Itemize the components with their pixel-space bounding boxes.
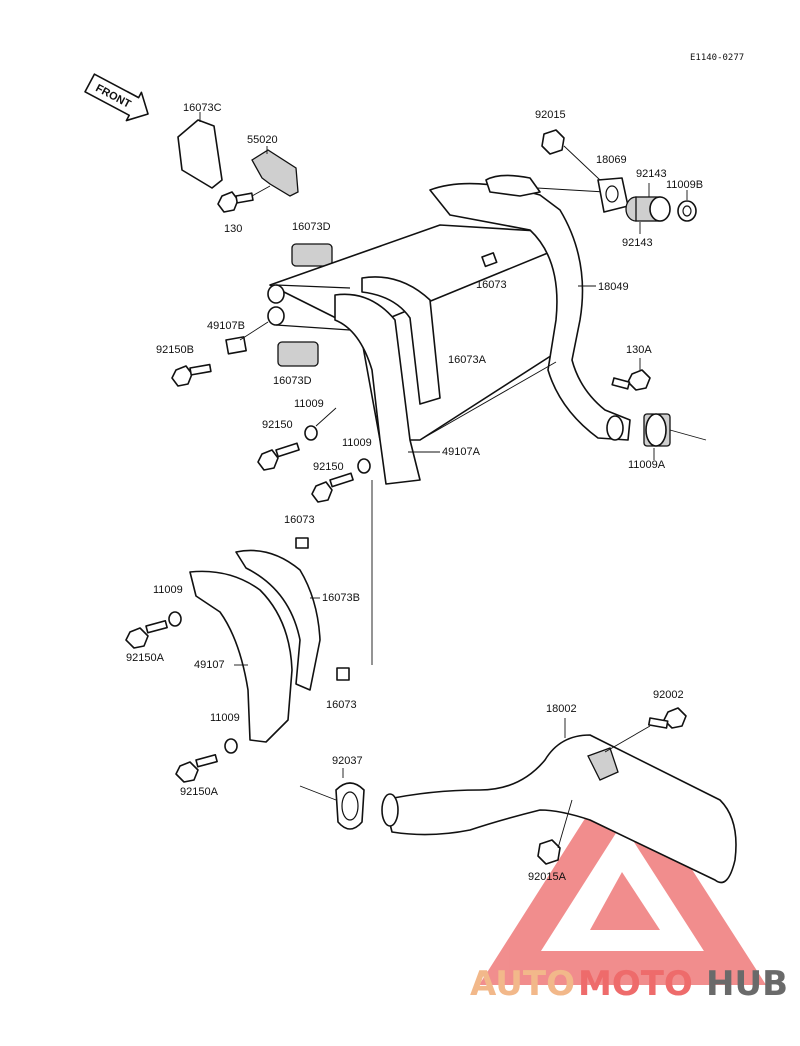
heat-shield-16073B [235,549,321,691]
bolt-130A [611,369,651,391]
label-16073D-upper: 16073D [292,221,331,233]
label-11009-b: 11009 [342,437,372,449]
label-11009-d: 11009 [210,712,240,724]
bracket-55020 [251,149,299,197]
muffler-inlet [381,793,399,827]
clip-16073-upper [481,252,498,268]
watermark-triangle-inner [590,872,660,930]
label-16073D-lower: 16073D [273,375,312,387]
reference-code: E1140-0277 [690,53,744,63]
pad-16073D-lower [277,341,319,367]
label-92150-a: 92150 [262,419,293,431]
bolt-92150B [171,363,212,387]
label-11009-c: 11009 [153,584,183,596]
bolt-92150A-a [125,620,168,649]
label-92150A-a: 92150A [126,652,165,664]
nut-92015A [537,839,561,865]
heat-insulator-plate-16073C [177,119,223,189]
watermark-logo [479,760,767,985]
washer-11009-b [357,458,371,474]
label-16073C: 16073C [183,102,222,114]
bolt-92150-b [311,472,354,503]
muffler-18002 [383,734,737,884]
front-arrow: FRONT [84,73,149,122]
label-49107: 49107 [194,659,225,671]
muffler-bracket [587,747,619,781]
label-18002: 18002 [546,703,577,715]
label-92015A: 92015A [528,871,567,883]
clamp-92037 [335,782,365,830]
gasket-11009B [677,200,697,222]
watermark-text: AUTO MOTO HUB [470,964,788,1004]
label-11009A: 11009A [628,459,666,471]
clip-16073-lower [336,667,350,681]
cover-49107 [189,570,293,743]
label-16073-middle: 16073 [284,514,315,526]
flange-18069 [597,177,629,213]
label-16073A: 16073A [448,354,487,366]
clip-49107B [225,336,247,355]
label-92143-upper: 92143 [636,168,667,180]
label-16073-upper: 16073 [476,279,507,291]
label-130A: 130A [626,344,652,356]
bolt-92002 [604,707,687,753]
label-49107A: 49107A [442,446,481,458]
label-18069: 18069 [596,154,627,166]
washer-11009-a [304,425,318,441]
gasket-11009A [643,413,671,447]
label-92150B: 92150B [156,344,194,356]
label-11009B: 11009B [666,179,703,191]
bolt-130 [217,185,271,213]
label-92002: 92002 [653,689,684,701]
label-130: 130 [224,223,242,235]
collar-92143 [625,196,671,222]
watermark-hub: HUB [706,964,788,1004]
label-92037: 92037 [332,755,363,767]
washer-11009-d [224,738,238,754]
bolt-92150-a [257,442,300,471]
header-collector-face [359,247,561,441]
watermark-auto: AUTO [470,964,575,1004]
watermark-triangle [479,760,767,985]
heat-shield-16073A [361,276,441,405]
bolt-92150A-b [175,754,218,783]
watermark-moto: MOTO [578,964,693,1004]
label-18049: 18049 [598,281,629,293]
label-92015: 92015 [535,109,566,121]
nut-92015 [541,129,565,155]
label-11009-a: 11009 [294,398,324,410]
label-55020: 55020 [247,134,278,146]
cover-49107A [334,293,421,485]
label-92150-b: 92150 [313,461,344,473]
label-16073-lower: 16073 [326,699,357,711]
label-92150A-b: 92150A [180,786,219,798]
label-49107B: 49107B [207,320,245,332]
label-16073B: 16073B [322,592,360,604]
label-92143-lower: 92143 [622,237,653,249]
washer-11009-c [168,611,182,627]
pad-16073D-upper [291,243,333,267]
front-arrow-shape [84,73,149,122]
clip-16073-middle [295,537,309,549]
